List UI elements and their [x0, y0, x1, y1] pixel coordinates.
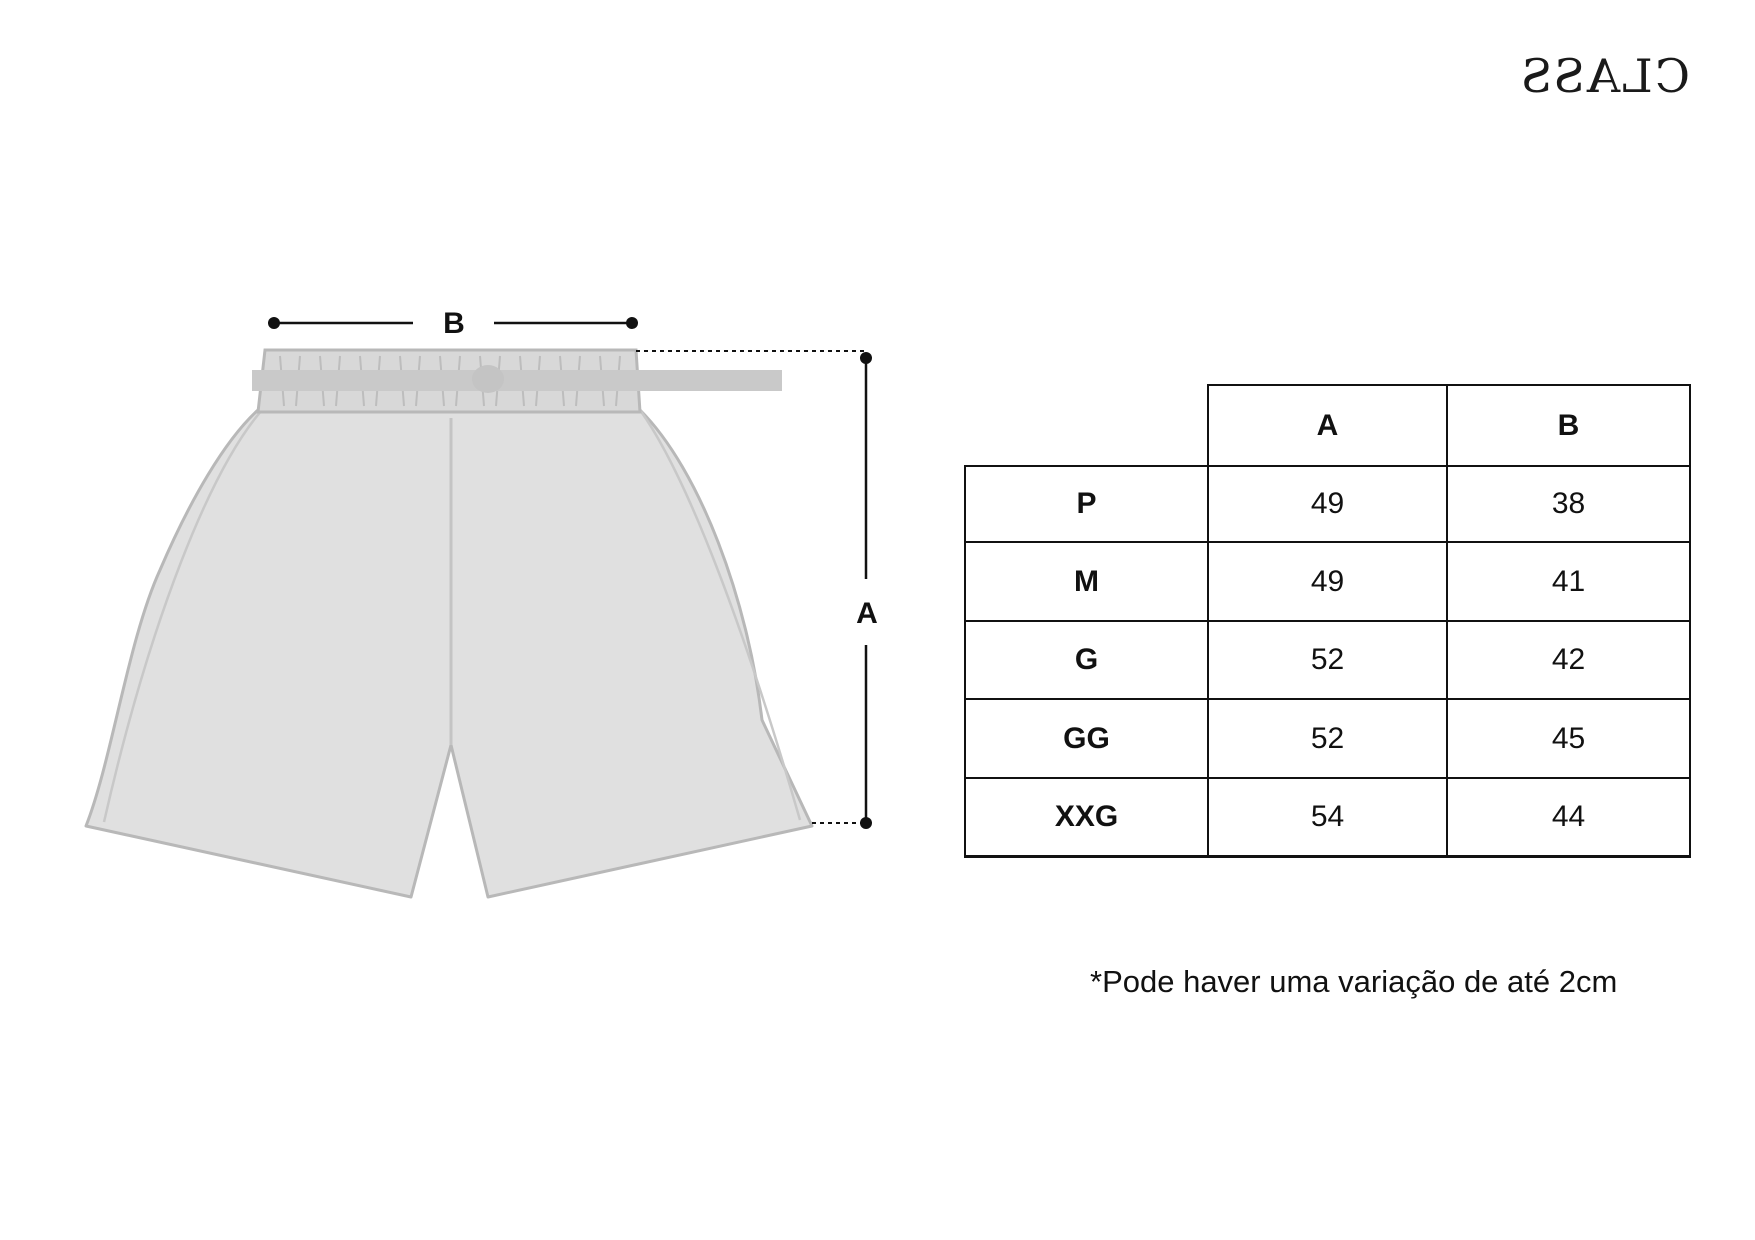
- table-line: [964, 855, 1691, 858]
- table-line: [964, 541, 1691, 543]
- size-label: XXG: [1054, 800, 1119, 833]
- shorts-illustration-icon: [84, 348, 814, 899]
- value-b: 38: [1551, 487, 1586, 520]
- side-seam-left: [102, 409, 263, 823]
- value-b: 45: [1551, 721, 1586, 755]
- table-line: [964, 465, 1691, 467]
- length-dimension: A: [636, 350, 878, 829]
- value-b: 42: [1551, 643, 1586, 676]
- size-label: M: [1074, 564, 1099, 598]
- width-label: B: [443, 307, 465, 340]
- table-line: [1446, 384, 1448, 858]
- shorts-diagram: B A: [84, 307, 878, 899]
- column-header-b: B: [1557, 408, 1580, 442]
- drawstring-bar: [252, 370, 782, 391]
- column-header-a: A: [1316, 408, 1339, 442]
- value-a: 52: [1310, 721, 1345, 755]
- width-dimension: B: [268, 307, 638, 340]
- value-b: 44: [1551, 800, 1586, 833]
- length-label: A: [856, 597, 878, 630]
- table-line: [964, 698, 1691, 700]
- table-line: [1207, 384, 1691, 386]
- drawstring-knot: [472, 365, 504, 393]
- table-line: [1689, 384, 1691, 858]
- table-line: [964, 620, 1691, 622]
- shorts-body: [84, 408, 814, 899]
- size-label: G: [1074, 643, 1099, 676]
- size-label: GG: [1063, 721, 1110, 755]
- table-line: [964, 777, 1691, 779]
- value-a: 54: [1310, 800, 1345, 833]
- length-end-top: [860, 352, 872, 364]
- width-end-right: [626, 317, 638, 329]
- table-line: [964, 465, 966, 858]
- brand-logo: CLASS: [1518, 49, 1690, 103]
- side-seam-right: [638, 409, 802, 821]
- size-table: A B P 49 38 M 49 41 G 52 42 GG 52 45 XXG…: [964, 384, 1691, 858]
- length-end-bottom: [860, 817, 872, 829]
- variation-footnote: *Pode haver uma variação de até 2cm: [1090, 964, 1618, 999]
- value-b: 41: [1551, 564, 1586, 598]
- size-label: P: [1076, 487, 1097, 520]
- value-a: 52: [1310, 643, 1345, 676]
- width-end-left: [268, 317, 280, 329]
- value-a: 49: [1310, 487, 1345, 520]
- value-a: 49: [1310, 564, 1345, 598]
- table-line: [1207, 384, 1209, 858]
